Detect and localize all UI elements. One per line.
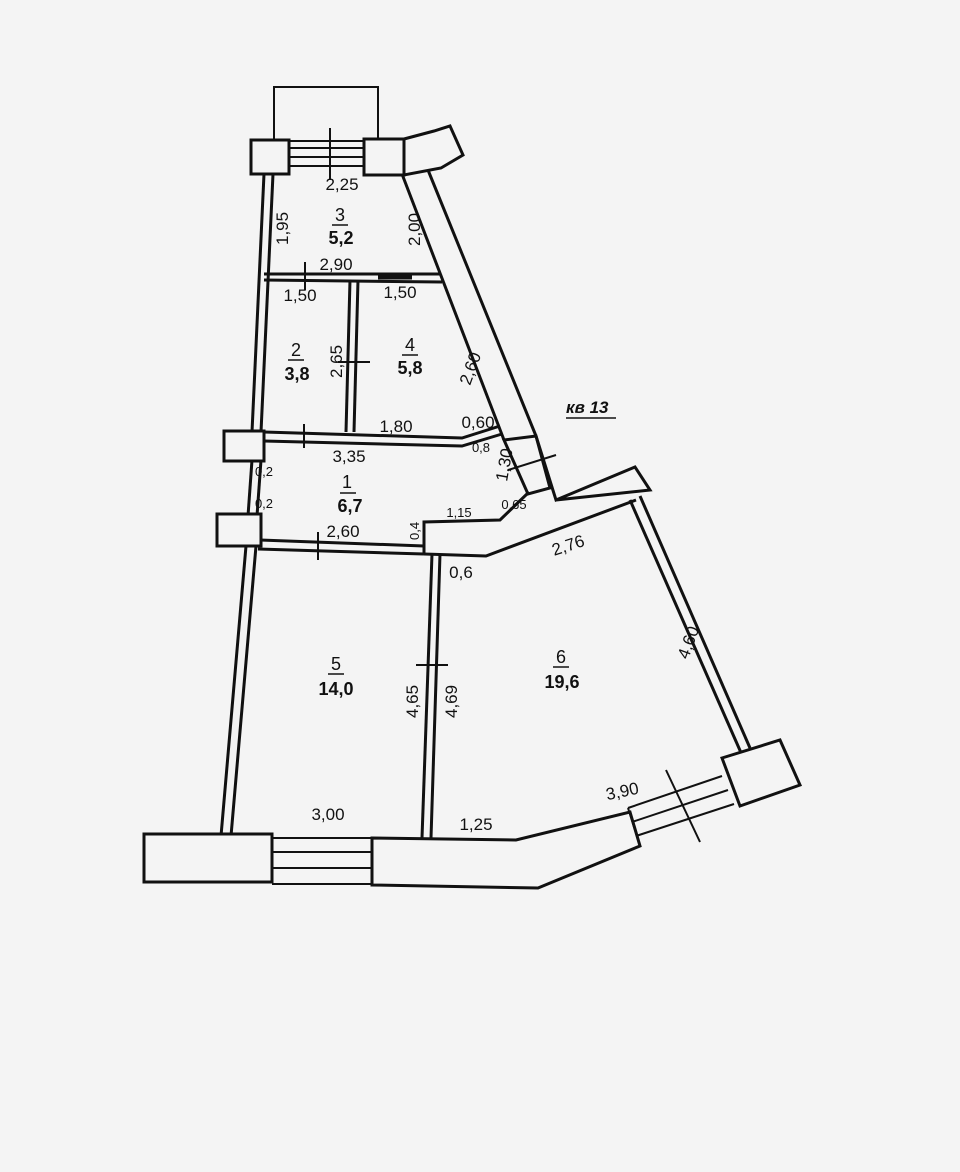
room-4-label: 4 5,8: [397, 335, 422, 378]
room-number: 2: [291, 340, 301, 360]
dim-r4-corner: 0,60: [461, 413, 494, 432]
partitions: [257, 262, 752, 839]
room-6-label: 6 19,6: [544, 647, 579, 692]
room-5-label: 5 14,0: [318, 654, 353, 699]
dim-r3-top: 2,25: [325, 175, 358, 194]
dim-r4-bottom: 1,80: [379, 417, 412, 436]
top-entrance: [249, 86, 465, 180]
dim-r5-bottom: 3,00: [311, 805, 344, 824]
dim-r4-top: 1,50: [383, 283, 416, 302]
dim-r2-top: 1,50: [283, 286, 316, 305]
room-area: 6,7: [337, 496, 362, 516]
room-2-label: 2 3,8: [284, 340, 309, 384]
room-number: 3: [335, 205, 345, 225]
room-3-label: 3 5,2: [328, 205, 353, 248]
room-1-label: 1 6,7: [337, 472, 362, 516]
dim-r2-right: 2,65: [327, 345, 346, 378]
room-number: 1: [342, 472, 352, 492]
room-number: 6: [556, 647, 566, 667]
dim-r1-diag: 0,65: [501, 497, 526, 512]
dim-r1-left-a: 0,2: [255, 464, 273, 479]
room-area: 19,6: [544, 672, 579, 692]
room-number: 5: [331, 654, 341, 674]
dimension-labels: 2,25 1,95 2,00 2,90 1,50 2,65 1,50 2,60 …: [255, 175, 703, 834]
dim-r3-left: 1,95: [273, 212, 292, 245]
room-area: 3,8: [284, 364, 309, 384]
dim-r1-left-b: 0,2: [255, 496, 273, 511]
apartment-label: кв 13: [566, 398, 616, 419]
dim-r6-left: 4,69: [442, 685, 461, 718]
dim-r3-right: 2,00: [405, 213, 424, 246]
dim-r6-top: 2,76: [549, 531, 586, 559]
dim-r6-bottom-a: 1,25: [459, 815, 492, 834]
dim-r5-right: 4,65: [403, 685, 422, 718]
dim-r1-top: 3,35: [332, 447, 365, 466]
dim-r1-bottom: 2,60: [326, 522, 359, 541]
dim-r6-bottom-b: 3,90: [604, 779, 640, 804]
dim-r3-bottom: 2,90: [319, 255, 352, 274]
svg-text:кв 13: кв 13: [566, 398, 609, 417]
dim-r1-step: 1,15: [446, 505, 471, 520]
right-diagonal-wall: [400, 169, 653, 503]
room-number: 4: [405, 335, 415, 355]
dim-r1-side: 1,30: [492, 447, 516, 483]
room-area: 5,8: [397, 358, 422, 378]
room-area: 5,2: [328, 228, 353, 248]
dim-r6-corner: 0,6: [449, 563, 473, 582]
left-wall: [215, 173, 275, 837]
dim-r1-step-h: 0,4: [407, 522, 422, 540]
dim-r1-small: 0,8: [472, 440, 490, 455]
bottom-wall: [142, 738, 803, 890]
room-area: 14,0: [318, 679, 353, 699]
